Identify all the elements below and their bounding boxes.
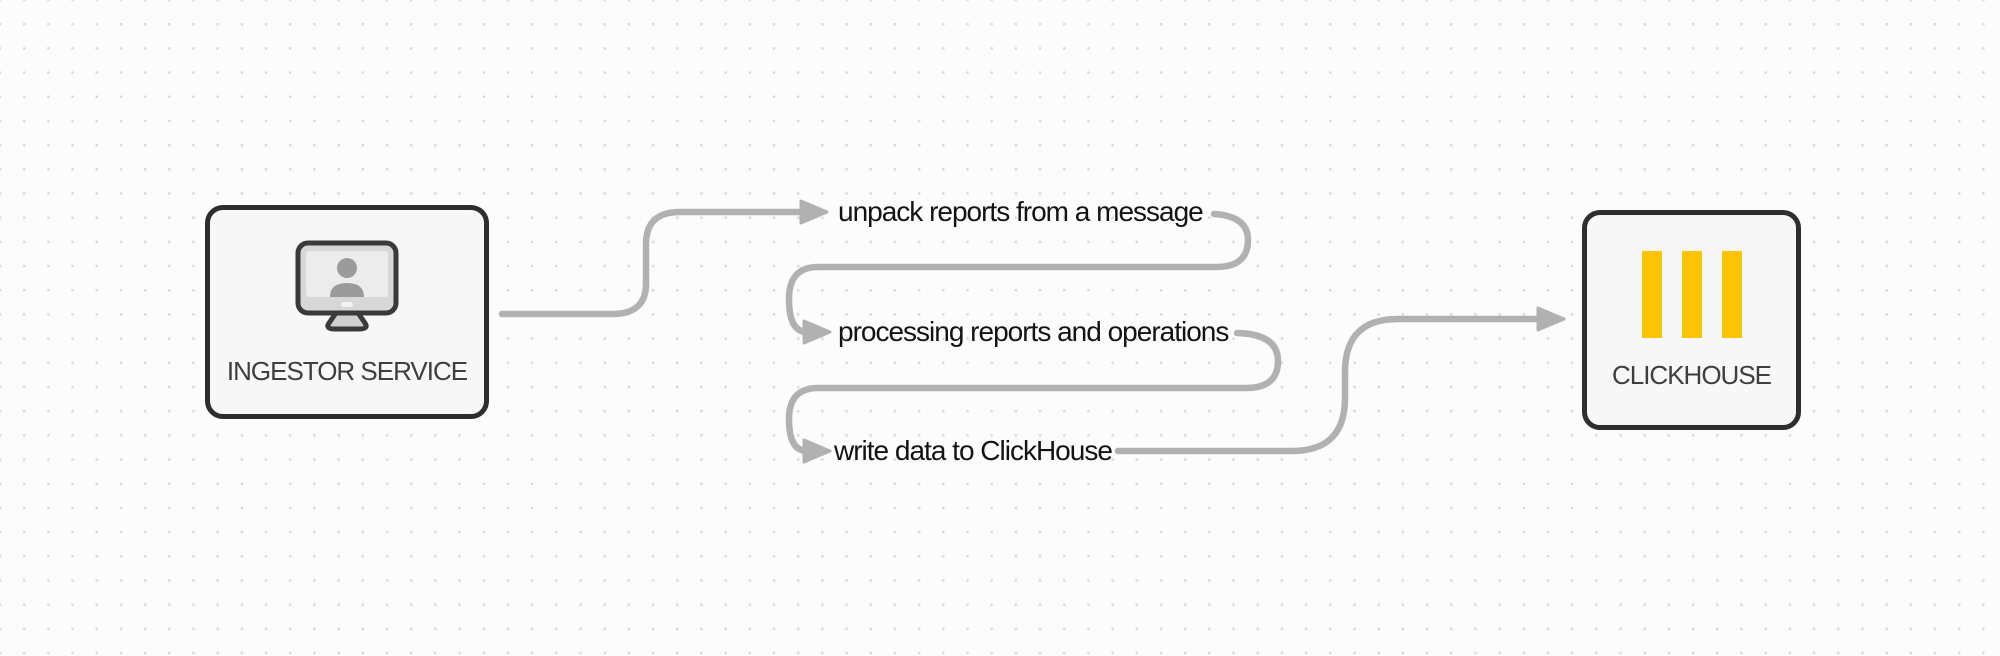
clickhouse-bars-icon xyxy=(1641,251,1742,338)
connector-step1-to-step2 xyxy=(785,210,1252,336)
step-label-write-data: write data to ClickHouse xyxy=(834,435,1113,466)
clickhouse-bar xyxy=(1721,251,1742,338)
node-label-ingestor: INGESTOR SERVICE xyxy=(226,356,468,386)
connector-step3-to-clickhouse xyxy=(1114,315,1541,455)
connector-ingestor-to-step1 xyxy=(498,208,803,318)
node-label-clickhouse: CLICKHOUSE xyxy=(1611,360,1772,390)
monitor-user-icon xyxy=(295,240,399,332)
connector-step2-to-step3 xyxy=(785,329,1282,455)
arrowhead-icon xyxy=(802,319,832,345)
clickhouse-bar xyxy=(1681,251,1702,338)
node-clickhouse: CLICKHOUSE xyxy=(1582,210,1801,430)
step-label-processing-reports: processing reports and operations xyxy=(838,316,1229,347)
clickhouse-bar xyxy=(1641,251,1662,338)
step-label-unpack-reports: unpack reports from a message xyxy=(838,196,1204,227)
arrowhead-icon xyxy=(799,199,829,225)
node-ingestor-service: INGESTOR SERVICE xyxy=(205,205,489,419)
arrowhead-icon xyxy=(802,438,832,464)
arrowhead-icon xyxy=(1536,306,1566,332)
